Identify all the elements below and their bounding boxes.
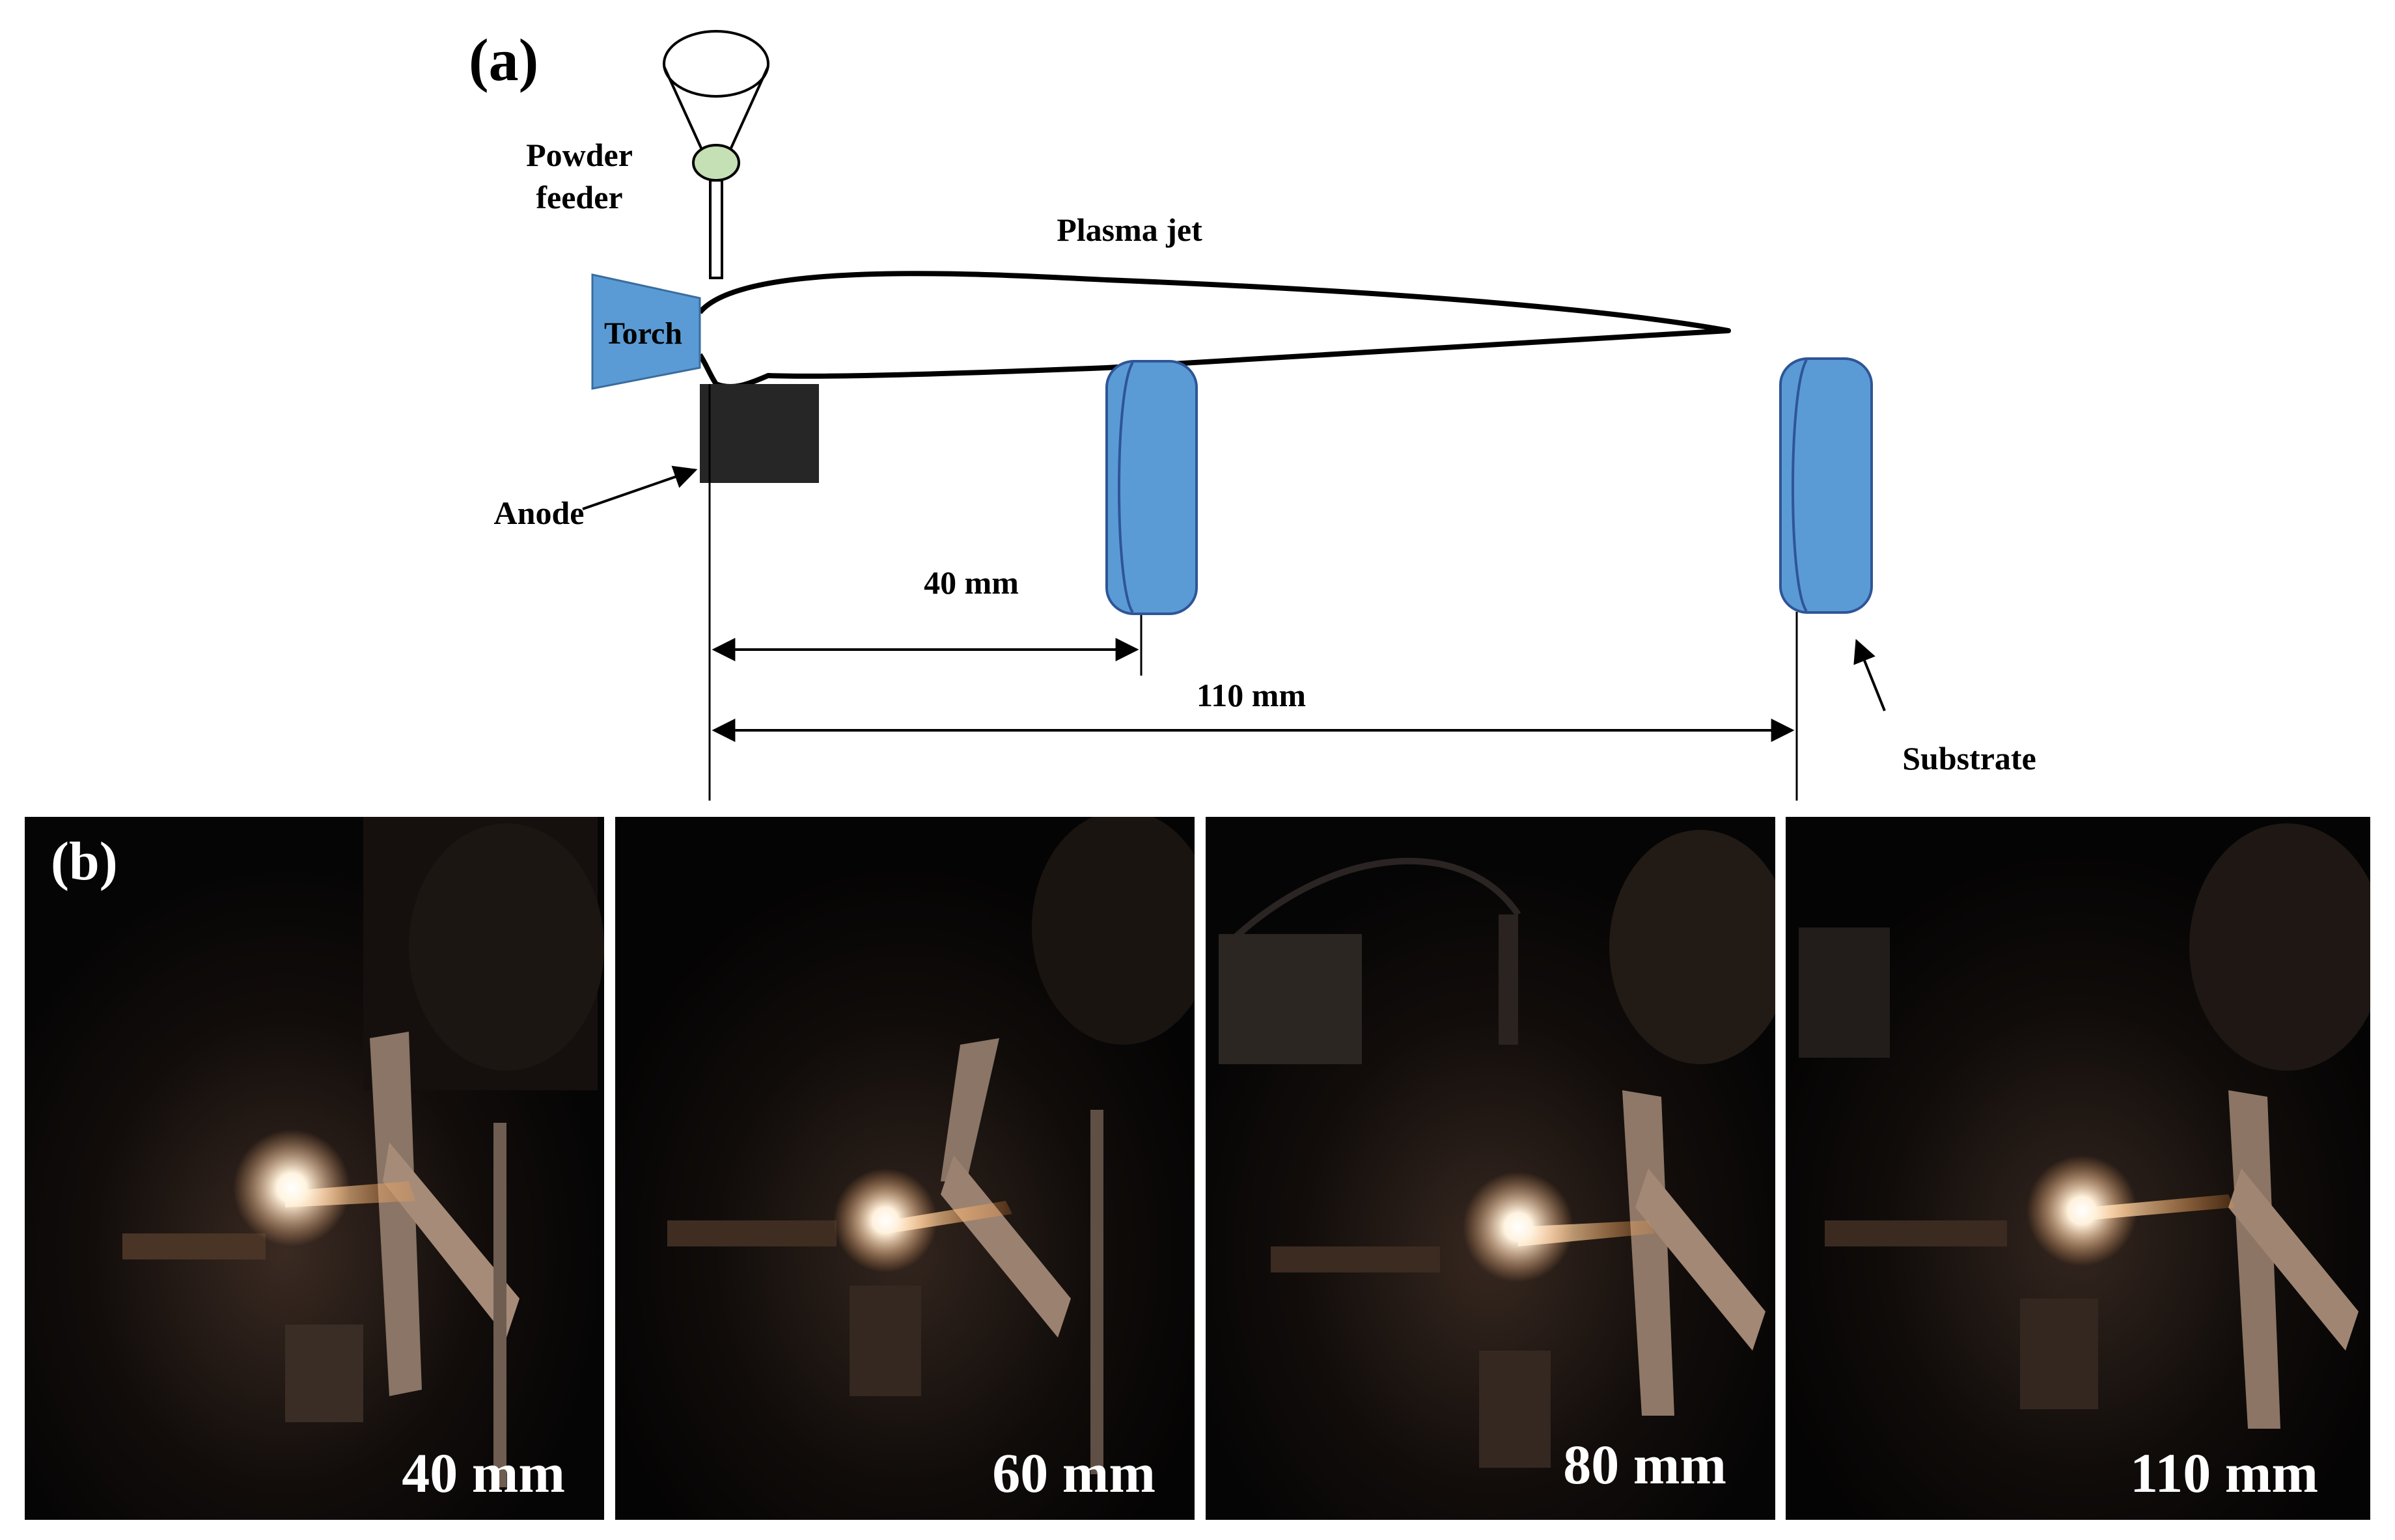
distance-near-label: 40 mm: [924, 564, 1019, 601]
anode: [700, 384, 819, 483]
photo-110mm-image: [1786, 817, 2370, 1520]
powder-feeder-label-line2: feeder: [536, 179, 622, 215]
substrate-near: [1105, 360, 1198, 615]
torch: [591, 273, 701, 390]
photo-80mm-caption: 80 mm: [1563, 1433, 1726, 1496]
powder-feeder: [663, 30, 769, 279]
photo-40mm: (b) 40 mm: [25, 817, 604, 1520]
photo-60mm-caption: 60 mm: [992, 1442, 1156, 1504]
torch-label: Torch: [604, 316, 682, 351]
anode-label: Anode: [494, 495, 585, 531]
photo-110mm: 110 mm: [1786, 817, 2370, 1520]
plasma-jet-label: Plasma jet: [1057, 212, 1202, 248]
distance-far-label: 110 mm: [1197, 677, 1306, 713]
feeder-powder-ball: [692, 144, 740, 182]
photo-60mm: 60 mm: [615, 817, 1195, 1520]
substrate-pointer-arrow: [1853, 639, 1886, 711]
feeder-hopper-top: [663, 30, 769, 98]
photo-60mm-image: [615, 817, 1195, 1520]
spray-setup-schematic: (a) Powder feeder Plasma jet Torch Anode: [469, 27, 2036, 801]
panel-b-label: (b): [51, 831, 118, 892]
powder-feeder-label-line1: Powder: [526, 137, 633, 173]
photo-80mm-image: [1206, 817, 1775, 1520]
photo-40mm-caption: 40 mm: [402, 1442, 565, 1504]
substrate-far: [1779, 357, 1873, 614]
anode-pointer-arrow: [582, 465, 698, 510]
photo-80mm: 80 mm: [1206, 817, 1775, 1520]
panel-a-label: (a): [469, 27, 538, 93]
plasma-jet-outline: [697, 271, 1731, 390]
feeder-nozzle: [709, 179, 723, 279]
photo-40mm-image: [25, 817, 604, 1520]
photo-110mm-caption: 110 mm: [2129, 1442, 2318, 1504]
substrate-label: Substrate: [1902, 740, 2036, 777]
spray-photographs: (b) 40 mm: [25, 817, 2370, 1520]
